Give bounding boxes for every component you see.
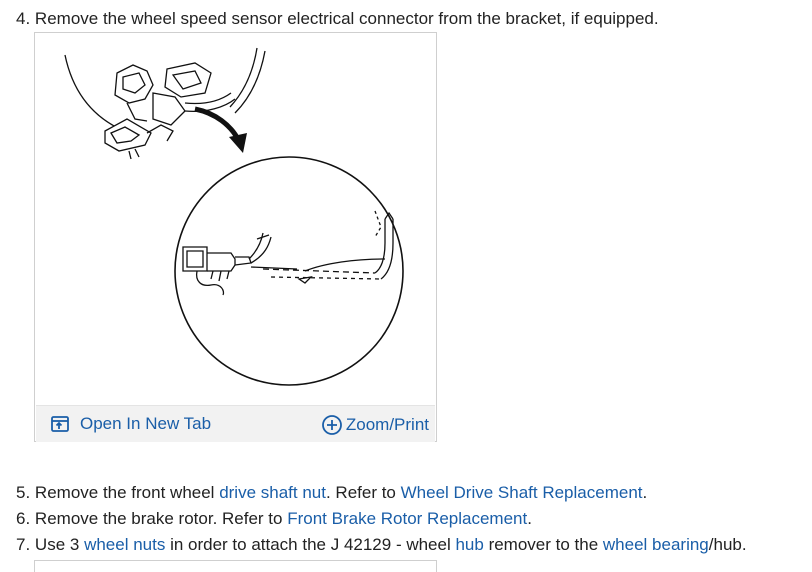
step-text: remover to the (483, 535, 603, 554)
step-text: Remove the wheel speed sensor electrical… (34, 9, 659, 28)
zoom-print-button[interactable]: Zoom/Print (321, 414, 429, 436)
step-text: . Refer to (325, 483, 401, 502)
step-text: . (527, 509, 532, 528)
step-text: . (642, 483, 648, 502)
wheel-drive-shaft-replacement-link[interactable]: Wheel Drive Shaft Replacement (400, 483, 643, 502)
plus-circle-icon (321, 415, 342, 435)
next-illustration-figure (34, 560, 437, 572)
step-number: 4. (16, 9, 31, 28)
wheel-nuts-link[interactable]: wheel nuts (84, 535, 166, 554)
open-in-new-tab-label: Open In New Tab (80, 414, 212, 433)
step-text: /hub. (708, 535, 747, 554)
zoom-print-label: Zoom/Print (345, 415, 429, 434)
step-number: 6. (16, 509, 31, 528)
hub-link[interactable]: hub (455, 535, 484, 554)
step-text: in order to attach the J 42129 - wheel (165, 535, 456, 554)
step-text: Use 3 (34, 535, 85, 554)
step-text: Remove the front wheel (34, 483, 220, 502)
step-6: 6. Remove the brake rotor. Refer to Fron… (16, 509, 532, 529)
front-brake-rotor-replacement-link[interactable]: Front Brake Rotor Replacement (287, 509, 528, 528)
drive-shaft-nut-link[interactable]: drive shaft nut (219, 483, 326, 502)
step-number: 7. (16, 535, 31, 554)
step-4: 4. Remove the wheel speed sensor electri… (16, 9, 659, 29)
step-text: Remove the brake rotor. Refer to (34, 509, 288, 528)
step-7: 7. Use 3 wheel nuts in order to attach t… (16, 535, 747, 555)
open-in-new-tab-icon (51, 416, 69, 432)
step-number: 5. (16, 483, 31, 502)
wheel-bearing-link[interactable]: wheel bearing (602, 535, 709, 554)
step-5: 5. Remove the front wheel drive shaft nu… (16, 483, 647, 503)
open-in-new-tab-button[interactable]: Open In New Tab (50, 414, 211, 434)
illustration-figure: Open In New Tab Zoom/Print (34, 32, 437, 442)
wheel-speed-sensor-diagram (64, 47, 404, 386)
figure-toolbar: Open In New Tab Zoom/Print (36, 405, 435, 442)
